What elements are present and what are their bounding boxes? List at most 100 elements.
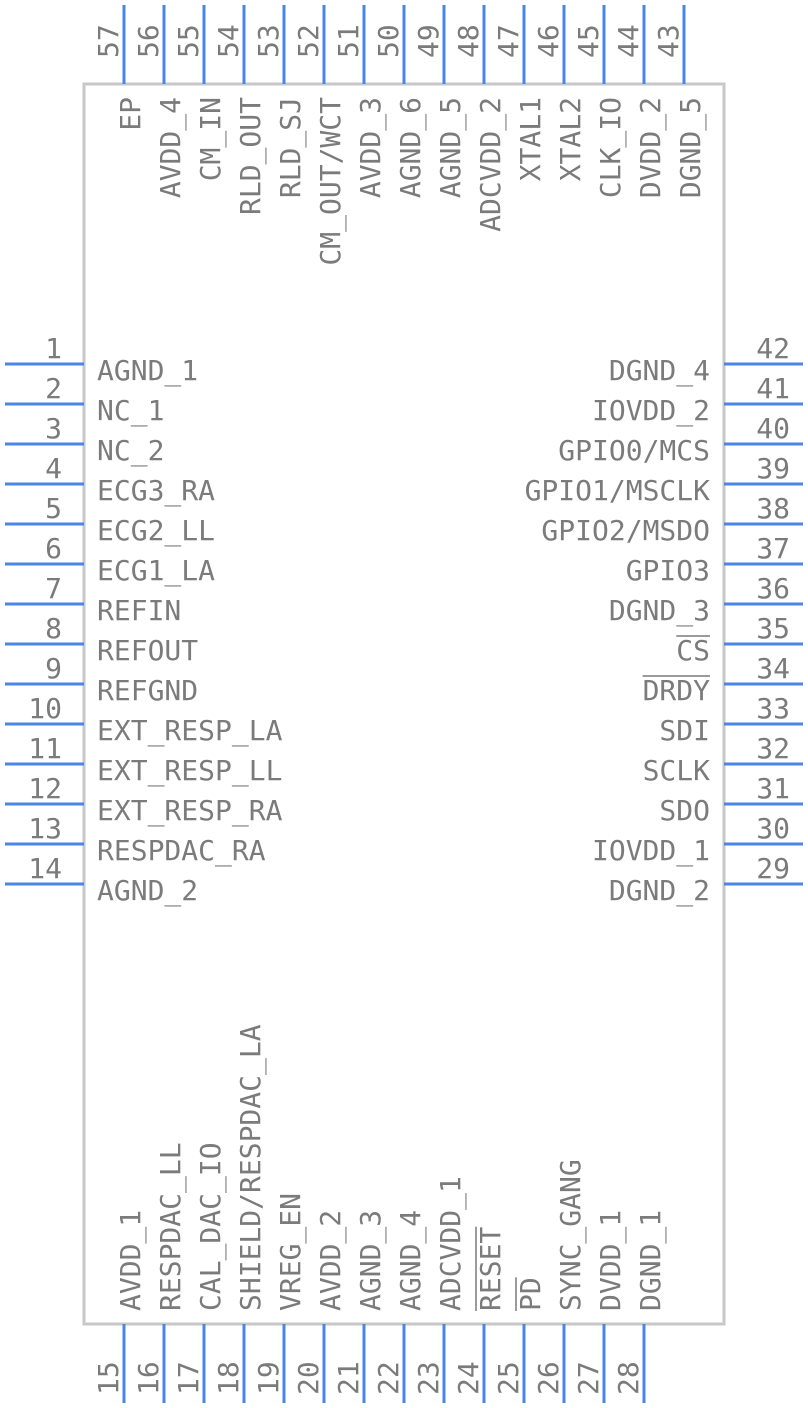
pin-41-number: 41 [756,372,790,405]
pin-23-label: ADCVDD_1 [434,1176,468,1311]
pin-12-number: 12 [28,772,62,805]
pin-32-number: 32 [756,732,790,765]
pin-47-label: XTAL1 [514,97,547,181]
pins-layer: 1AGND_12NC_13NC_24ECG3_RA5ECG2_LL6ECG1_L… [5,5,803,1403]
pin-3-number: 3 [45,412,62,445]
pin-26-label: SYNC_GANG [554,1159,588,1311]
pin-24-label: RESET [474,1227,507,1311]
pin-21-label: AGND_3 [354,1210,388,1311]
pin-39-label: GPIO1/MSCLK [525,474,711,507]
pin-54-number: 54 [212,24,245,58]
pin-12-label: EXT_RESP_RA [97,794,283,828]
pin-30-number: 30 [756,812,790,845]
pin-19-number: 19 [252,1361,285,1395]
pin-6-label: ECG1_LA [97,554,215,588]
pin-38-number: 38 [756,492,790,525]
pin-20-number: 20 [292,1361,325,1395]
pin-3-label: NC_2 [97,434,164,468]
pin-57-number: 57 [92,24,125,58]
pin-30-label: IOVDD_1 [592,834,710,868]
pin-55-label: CM_IN [194,97,228,181]
pin-19-label: VREG_EN [274,1193,308,1311]
pin-32-label: SCLK [643,754,711,787]
pin-15-label: AVDD_1 [114,1210,148,1311]
pin-43-number: 43 [652,24,685,58]
pin-13-number: 13 [28,812,62,845]
pin-4-number: 4 [45,452,62,485]
pin-28-label: DGND_1 [634,1210,668,1311]
pin-2-number: 2 [45,372,62,405]
pin-5-number: 5 [45,492,62,525]
pin-42-number: 42 [756,332,790,365]
pin-14-label: AGND_2 [97,874,198,908]
pin-27-number: 27 [572,1361,605,1395]
pin-22-label: AGND_4 [394,1210,428,1311]
pin-11-label: EXT_RESP_LL [97,754,282,788]
pin-41-label: IOVDD_2 [592,394,710,428]
pin-31-label: SDO [659,794,710,827]
pin-50-label: AGND_6 [394,97,428,198]
pin-48-label: ADCVDD_2 [474,97,508,232]
ic-body [82,82,726,1326]
pin-51-label: AVDD_3 [354,97,388,198]
pin-56-label: AVDD_4 [154,97,188,198]
pin-26-number: 26 [532,1361,565,1395]
pin-9-number: 9 [45,652,62,685]
pin-1-label: AGND_1 [97,354,198,388]
pin-7-number: 7 [45,572,62,605]
pin-43-label: DGND_5 [674,97,708,198]
pin-39-number: 39 [756,452,790,485]
pin-31-number: 31 [756,772,790,805]
pin-17-label: CAL_DAC_IO [194,1142,228,1311]
pin-23-number: 23 [412,1361,445,1395]
pin-34-number: 34 [756,652,790,685]
pin-7-label: REFIN [97,594,181,627]
pin-9-label: REFGND [97,674,198,707]
pin-21-number: 21 [332,1361,365,1395]
pin-38-label: GPIO2/MSDO [541,514,710,547]
pin-49-number: 49 [412,24,445,58]
pin-4-label: ECG3_RA [97,474,215,508]
pin-55-number: 55 [172,24,205,58]
pin-17-number: 17 [172,1361,205,1395]
pin-45-label: CLK_IO [594,97,628,198]
pin-25-label: PD [514,1277,547,1311]
pin-10-number: 10 [28,692,62,725]
pin-16-label: RESPDAC_LL [154,1142,188,1311]
pin-14-number: 14 [28,852,62,885]
pin-53-number: 53 [252,24,285,58]
pin-20-label: AVDD_2 [314,1210,348,1311]
pin-47-number: 47 [492,24,525,58]
pin-51-number: 51 [332,24,365,58]
pin-8-label: REFOUT [97,634,198,667]
pin-10-label: EXT_RESP_LA [97,714,283,748]
pin-2-label: NC_1 [97,394,164,428]
pin-40-number: 40 [756,412,790,445]
pin-40-label: GPIO0/MCS [558,434,710,467]
pin-54-label: RLD_OUT [234,97,268,215]
pin-45-number: 45 [572,24,605,58]
pin-25-number: 25 [492,1361,525,1395]
pin-6-number: 6 [45,532,62,565]
pin-46-number: 46 [532,24,565,58]
pin-36-label: DGND_3 [609,594,710,628]
pin-29-label: DGND_2 [609,874,710,908]
pin-52-label: CM_OUT/WCT [314,97,348,266]
pin-15-number: 15 [92,1361,125,1395]
pin-18-number: 18 [212,1361,245,1395]
pin-5-label: ECG2_LL [97,514,215,548]
pin-50-number: 50 [372,24,405,58]
pin-16-number: 16 [132,1361,165,1395]
pin-27-label: DVDD_1 [594,1210,628,1311]
pin-37-number: 37 [756,532,790,565]
pin-13-label: RESPDAC_RA [97,834,266,868]
pin-53-label: RLD_SJ [274,97,308,198]
pin-34-label: DRDY [643,674,711,707]
pin-33-number: 33 [756,692,790,725]
pin-35-number: 35 [756,612,790,645]
pin-46-label: XTAL2 [554,97,587,181]
pin-18-label: SHIELD/RESPDAC_LA [234,1024,268,1311]
pin-48-number: 48 [452,24,485,58]
pin-36-number: 36 [756,572,790,605]
